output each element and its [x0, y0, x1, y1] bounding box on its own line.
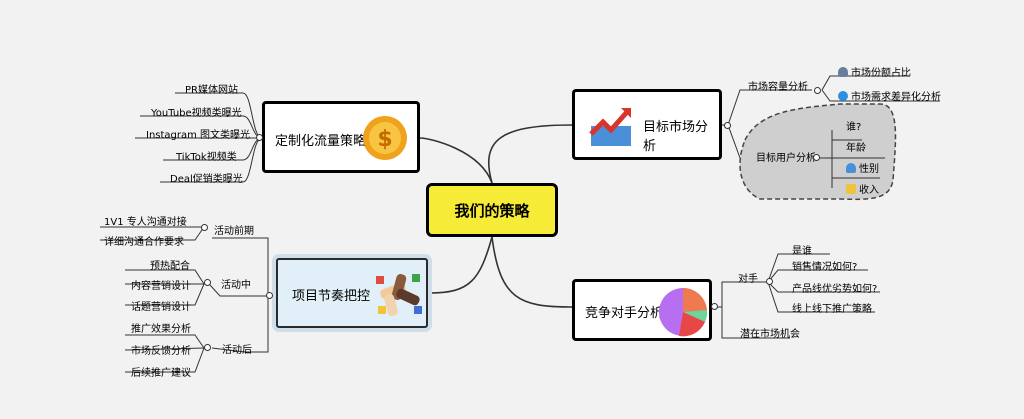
user-who-item: 谁? [846, 122, 862, 133]
competitor-analysis-node[interactable]: 竞争对手分析 [572, 279, 712, 341]
market-demand-item: 市场需求差异化分析 [838, 88, 941, 103]
collapse-toggle[interactable] [256, 134, 263, 141]
collapse-toggle[interactable] [711, 303, 718, 310]
connector-rhythm [429, 236, 493, 294]
person-icon [838, 67, 848, 77]
market-analysis-label: 目标市场分析 [643, 120, 709, 154]
user-age-item: 年龄 [846, 143, 866, 154]
svg-text:$: $ [377, 127, 392, 152]
user-gender-item: 性别 [846, 160, 879, 175]
rival-label: 对手 [738, 274, 758, 285]
phase-mid-item: 话题营销设计 [131, 302, 191, 313]
collapse-toggle[interactable] [204, 279, 211, 286]
collapse-toggle[interactable] [766, 278, 773, 285]
collapse-toggle[interactable] [814, 87, 821, 94]
traffic-item-youtube: YouTube视频类曝光 [151, 108, 242, 119]
phase-post-item: 市场反馈分析 [131, 346, 191, 357]
collapse-toggle[interactable] [724, 122, 731, 129]
traffic-item-tiktok: TikTok视频类 [176, 152, 237, 163]
central-topic-label: 我们的策略 [454, 201, 530, 220]
phase-mid-item: 内容营销设计 [131, 281, 191, 292]
rival-item: 销售情况如何? [792, 262, 858, 273]
traffic-item-deal: Deal促销类曝光 [170, 174, 243, 185]
competitor-analysis-label: 竞争对手分析 [585, 306, 664, 321]
collapse-toggle[interactable] [266, 292, 273, 299]
rising-chart-icon [589, 108, 631, 146]
traffic-item-pr: PR媒体网站 [185, 85, 238, 96]
collapse-toggle[interactable] [813, 154, 820, 161]
central-topic[interactable]: 我们的策略 [426, 183, 558, 237]
hands-teamwork-icon [376, 274, 422, 317]
project-rhythm-node[interactable]: 项目节奏把控 [276, 258, 428, 328]
dollar-coin-icon: $ [363, 116, 407, 160]
person-icon [846, 163, 856, 173]
pie-chart-icon [659, 287, 708, 337]
user-income-item: 收入 [846, 181, 879, 196]
connector-competitor [491, 236, 573, 308]
collapse-toggle[interactable] [204, 344, 211, 351]
traffic-strategy-node[interactable]: 定制化流量策略 $ [262, 101, 420, 173]
phase-post-item: 推广效果分析 [131, 324, 191, 335]
project-rhythm-label: 项目节奏把控 [292, 289, 371, 304]
phase-pre-item: 1V1 专人沟通对接 [104, 217, 187, 228]
money-icon [846, 184, 856, 194]
market-analysis-node[interactable]: 目标市场分析 [572, 89, 722, 160]
traffic-item-instagram: Instagram 图文类曝光 [146, 130, 251, 141]
phase-mid-item: 预热配合 [150, 261, 190, 272]
phase-pre-label: 活动前期 [214, 226, 254, 237]
potential-market-label: 潜在市场机会 [740, 329, 800, 340]
help-icon [838, 91, 848, 101]
connector-traffic [419, 137, 493, 184]
phase-pre-item: 详细沟通合作要求 [104, 237, 184, 248]
market-share-item: 市场份额占比 [838, 64, 911, 79]
phase-mid-label: 活动中 [221, 280, 251, 291]
phase-post-label: 活动后 [222, 345, 252, 356]
target-user-blob [739, 103, 897, 201]
collapse-toggle[interactable] [201, 224, 208, 231]
rival-item: 是谁 [792, 246, 812, 257]
market-capacity-label: 市场容量分析 [748, 82, 808, 93]
connector-market [487, 124, 573, 184]
rival-item: 线上线下推广策略 [792, 304, 872, 315]
phase-post-item: 后续推广建议 [131, 368, 191, 379]
traffic-strategy-label: 定制化流量策略 [275, 134, 367, 149]
target-user-label: 目标用户分析 [756, 153, 816, 164]
rival-item: 产品线优劣势如何? [792, 284, 878, 295]
